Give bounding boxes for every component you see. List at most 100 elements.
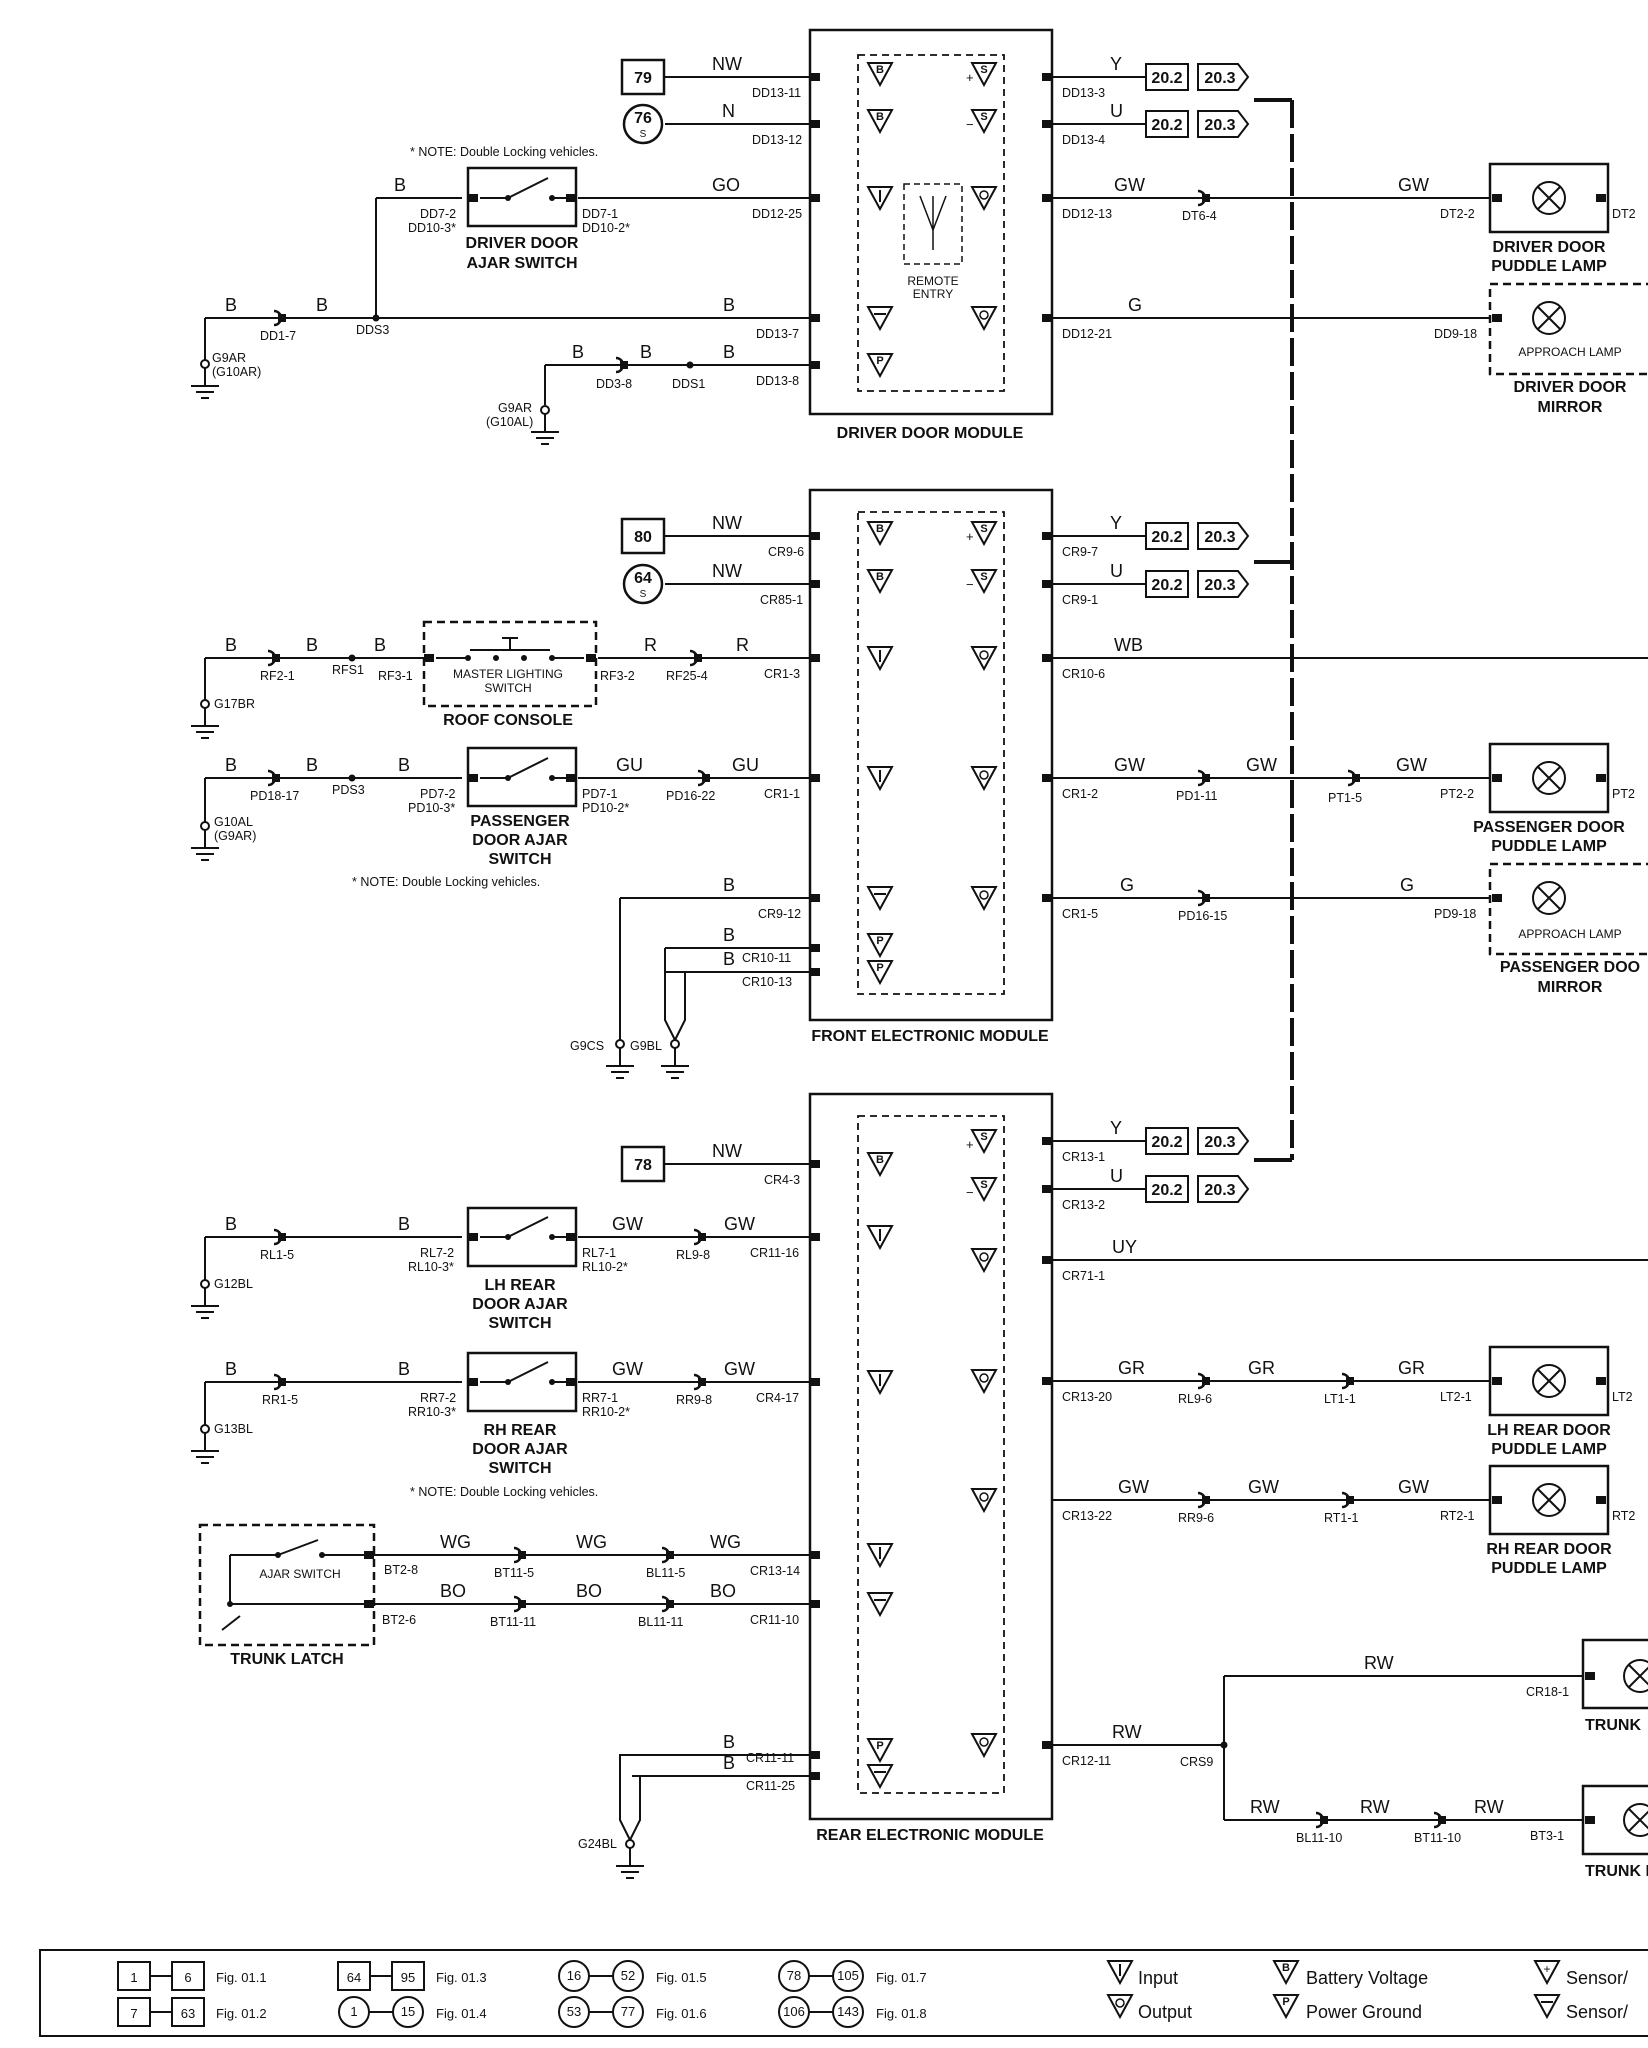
svg-text:RL1-5: RL1-5 (260, 1248, 294, 1262)
svg-text:Fig. 01.2: Fig. 01.2 (216, 2006, 267, 2021)
svg-text:RF25-4: RF25-4 (666, 669, 708, 683)
svg-text:G9CS: G9CS (570, 1039, 604, 1053)
svg-text:RR1-5: RR1-5 (262, 1393, 298, 1407)
svg-text:+: + (966, 529, 974, 544)
svg-text:R: R (644, 635, 657, 655)
svg-text:64: 64 (347, 1970, 361, 1985)
svg-text:GW: GW (1398, 1477, 1429, 1497)
svg-text:B: B (723, 949, 735, 969)
svg-text:20.3: 20.3 (1204, 70, 1235, 87)
svg-text:20.2: 20.2 (1151, 577, 1182, 594)
svg-text:Fig. 01.6: Fig. 01.6 (656, 2006, 707, 2021)
trunk-lamp-1: TRUNK (1581, 1638, 1648, 1734)
svg-text:PD10-2*: PD10-2* (582, 801, 629, 815)
svg-text:DRIVER DOOR: DRIVER DOOR (466, 235, 579, 252)
svg-text:RR7-2: RR7-2 (420, 1391, 456, 1405)
svg-text:PUDDLE LAMP: PUDDLE LAMP (1491, 1560, 1607, 1577)
svg-text:GW: GW (612, 1214, 643, 1234)
svg-text:G9BL: G9BL (630, 1039, 662, 1053)
svg-text:76: 76 (634, 110, 652, 127)
svg-text:B: B (398, 755, 410, 775)
svg-text:PASSENGER DOO: PASSENGER DOO (1500, 959, 1640, 976)
svg-text:REMOTE: REMOTE (907, 274, 958, 288)
connector-labels: DD13-11 DD13-12 DD12-25 DD13-7 DD13-8 DD… (212, 86, 1636, 1851)
svg-text:PD7-2: PD7-2 (420, 787, 455, 801)
svg-text:B: B (374, 635, 386, 655)
svg-text:20.2: 20.2 (1151, 1182, 1182, 1199)
svg-text:BO: BO (576, 1581, 602, 1601)
svg-text:RF3-2: RF3-2 (600, 669, 635, 683)
svg-text:B: B (225, 1359, 237, 1379)
serial-bus (1254, 98, 1294, 1162)
svg-text:UY: UY (1112, 1237, 1137, 1257)
svg-text:DD12-25: DD12-25 (752, 207, 802, 221)
svg-text:RW: RW (1112, 1722, 1142, 1742)
svg-text:CR71-1: CR71-1 (1062, 1269, 1105, 1283)
driver-door-puddle-lamp: DRIVER DOOR PUDDLE LAMP (1488, 162, 1610, 275)
svg-text:RH REAR: RH REAR (484, 1422, 557, 1439)
svg-text:DT2: DT2 (1612, 207, 1636, 221)
svg-text:Fig. 01.4: Fig. 01.4 (436, 2006, 487, 2021)
svg-text:20.3: 20.3 (1204, 577, 1235, 594)
svg-text:APPROACH LAMP: APPROACH LAMP (1518, 927, 1621, 941)
svg-text:RL10-2*: RL10-2* (582, 1260, 628, 1274)
svg-text:RH REAR DOOR: RH REAR DOOR (1486, 1541, 1612, 1558)
svg-text:RFS1: RFS1 (332, 663, 364, 677)
svg-text:NW: NW (712, 513, 742, 533)
reference-boxes: 79 76 S 80 64 S 78 (620, 58, 666, 1183)
svg-text:PT1-5: PT1-5 (1328, 791, 1362, 805)
svg-text:63: 63 (181, 2006, 195, 2021)
svg-text:GW: GW (1248, 1477, 1279, 1497)
svg-text:G9AR: G9AR (498, 401, 532, 415)
rh-rear-door-puddle-lamp: RH REAR DOOR PUDDLE LAMP (1486, 1464, 1612, 1577)
svg-text:PUDDLE LAMP: PUDDLE LAMP (1491, 1441, 1607, 1458)
svg-text:78: 78 (787, 1968, 801, 1983)
svg-text:DT6-4: DT6-4 (1182, 209, 1217, 223)
svg-text:PASSENGER DOOR: PASSENGER DOOR (1473, 819, 1625, 836)
svg-text:DD12-13: DD12-13 (1062, 207, 1112, 221)
svg-text:GW: GW (1114, 755, 1145, 775)
svg-text:GR: GR (1118, 1358, 1145, 1378)
svg-text:PT2: PT2 (1612, 787, 1635, 801)
svg-text:15: 15 (401, 2004, 415, 2019)
svg-text:B: B (306, 755, 318, 775)
svg-text:G: G (1120, 875, 1134, 895)
svg-text:BT2-8: BT2-8 (384, 1563, 418, 1577)
svg-text:106: 106 (783, 2004, 805, 2019)
svg-text:RF3-1: RF3-1 (378, 669, 413, 683)
svg-text:20.3: 20.3 (1204, 1134, 1235, 1151)
svg-text:DDS1: DDS1 (672, 377, 705, 391)
svg-text:CR10-6: CR10-6 (1062, 667, 1105, 681)
svg-text:DOOR AJAR: DOOR AJAR (472, 832, 568, 849)
svg-text:Sensor/: Sensor/ (1566, 1968, 1628, 1988)
svg-text:B: B (723, 925, 735, 945)
roof-console: MASTER LIGHTING SWITCH ROOF CONSOLE (422, 620, 598, 729)
svg-text:CR1-3: CR1-3 (764, 667, 800, 681)
svg-text:CR9-12: CR9-12 (758, 907, 801, 921)
svg-text:MASTER LIGHTING: MASTER LIGHTING (453, 667, 563, 681)
svg-text:RL7-1: RL7-1 (582, 1246, 616, 1260)
front-electronic-module-label: FRONT ELECTRONIC MODULE (811, 1028, 1049, 1045)
svg-text:TRUNK: TRUNK (1585, 1717, 1641, 1734)
svg-text:80: 80 (634, 529, 652, 546)
remote-entry-antenna: REMOTE ENTRY (903, 183, 963, 301)
svg-text:BL11-5: BL11-5 (646, 1566, 685, 1580)
svg-text:PD10-3*: PD10-3* (408, 801, 455, 815)
svg-text:GR: GR (1398, 1358, 1425, 1378)
svg-text:B: B (723, 1732, 735, 1752)
svg-text:CR11-11: CR11-11 (746, 1751, 794, 1765)
front-electronic-module: FRONT ELECTRONIC MODULE (808, 488, 1054, 1045)
wires (204, 76, 1648, 1841)
notes: * NOTE: Double Locking vehicles. * NOTE:… (352, 145, 598, 1499)
svg-text:PD16-22: PD16-22 (666, 789, 715, 803)
svg-text:CR10-13: CR10-13 (742, 975, 792, 989)
svg-text:U: U (1110, 1166, 1123, 1186)
rear-module-pins: +− (810, 1129, 1052, 1788)
svg-text:CR13-22: CR13-22 (1062, 1509, 1112, 1523)
svg-text:SWITCH: SWITCH (488, 851, 551, 868)
svg-text:1: 1 (130, 1970, 137, 1985)
svg-text:CR9-1: CR9-1 (1062, 593, 1098, 607)
svg-text:DD7-1: DD7-1 (582, 207, 618, 221)
svg-text:DOOR AJAR: DOOR AJAR (472, 1296, 568, 1313)
